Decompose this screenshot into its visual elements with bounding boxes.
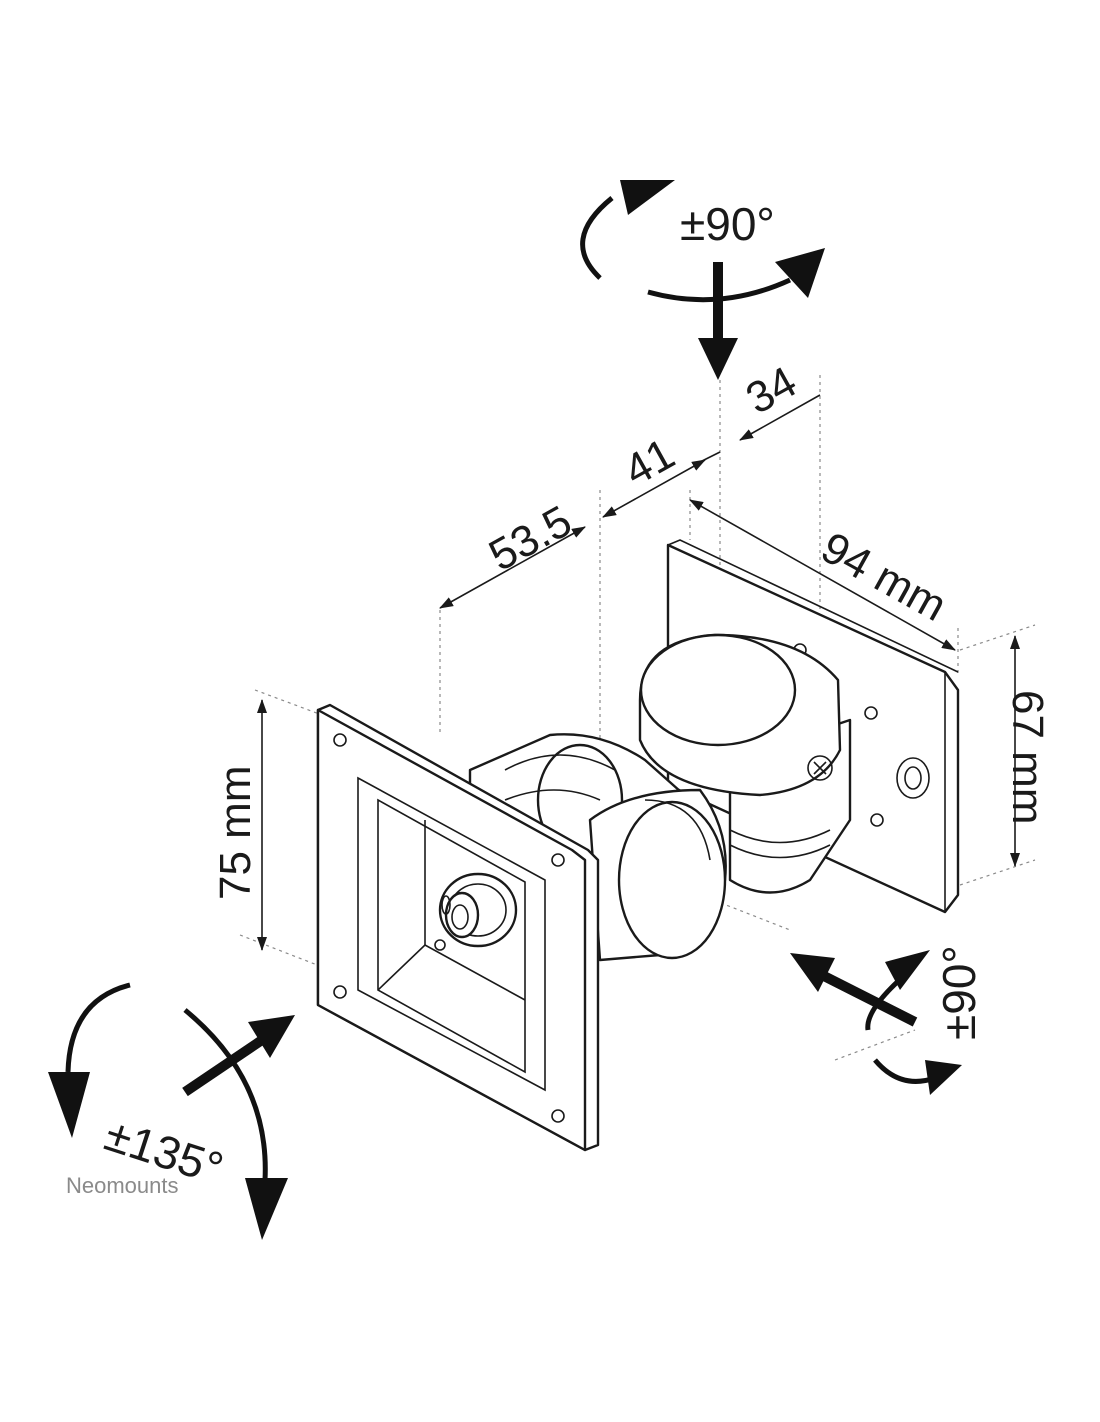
rotation-arrows <box>48 180 962 1240</box>
upper-swivel-joint <box>638 633 852 894</box>
dim-label-75mm: 75 mm <box>211 766 260 900</box>
dim-label-34: 34 <box>738 357 805 424</box>
brand-logo: Neomounts <box>66 1173 179 1198</box>
angle-label-right: ±90° <box>933 945 985 1040</box>
dim-label-41: 41 <box>616 429 683 496</box>
dim-label-67mm: 67 mm <box>1003 690 1052 824</box>
dim-label-53-5: 53.5 <box>481 496 580 580</box>
dim-label-94mm: 94 mm <box>813 523 954 631</box>
front-vesa-plate <box>316 703 600 1152</box>
angle-label-top: ±90° <box>680 198 775 250</box>
dimension-lines <box>257 394 1020 951</box>
front-knuckle <box>588 788 727 962</box>
